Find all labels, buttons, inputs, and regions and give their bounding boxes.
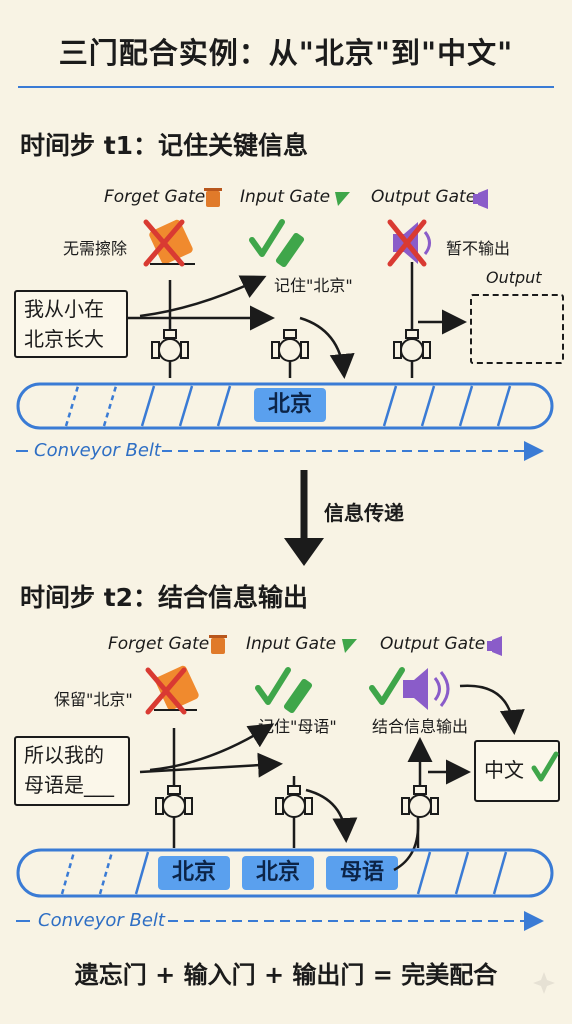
step1-output-valve-icon [393,329,431,362]
step1-output-note: 暂不输出 [446,239,511,258]
sparkle-icon [533,972,555,994]
step2-belt-tag-1: 北京 [158,856,231,890]
step1-forget-note: 无需擦除 [63,239,128,258]
step2-output-text: 中文 [484,758,524,782]
trash-icon [209,635,227,654]
step2-input-line-1: 所以我的 [24,743,104,767]
pen-icon [335,192,350,206]
step1-input-gate-label: Input Gate [240,187,331,207]
checkmark-icon [369,667,405,705]
green-pen-icon [283,678,313,714]
step1-conveyor-belt [16,382,554,430]
transfer-arrow [284,470,324,566]
step1-input-valve-icon [271,329,309,362]
mute-cross-icon [387,219,427,267]
step1-belt-label: Conveyor Belt [34,440,161,461]
step2-belt-tag-2: 北京 [242,856,315,890]
step2-input-gate-label: Input Gate [246,634,337,654]
step2-output-note: 结合信息输出 [372,717,469,736]
transfer-label: 信息传递 [324,501,404,525]
step1-forget-gate-label: Forget Gate [104,187,206,207]
step2-forget-valve-icon [155,785,193,818]
step1-output-label: Output [486,268,542,287]
step2-input-note: 记住"母语" [258,717,337,736]
megaphone-icon [473,189,488,209]
cross-icon [145,667,187,715]
step2-flow-arrows [139,684,525,872]
step2-input-text-box: 所以我的 母语是___ [14,736,130,806]
step1-title: 时间步 t1：记住关键信息 [20,131,309,160]
step2-input-line-2: 母语是___ [24,773,114,797]
megaphone-icon [487,636,502,656]
trash-icon [204,188,222,207]
green-pen-icon [275,232,305,268]
eraser-icon [149,219,195,265]
cross-icon [143,219,185,267]
step2-title: 时间步 t2：结合信息输出 [20,583,309,612]
step2-output-gate-label: Output Gate [380,634,486,654]
pen-icon [342,639,357,653]
step2-conveyor-belt [16,848,554,898]
page-title: 三门配合实例：从"北京"到"中文" [58,36,514,70]
output-checkmark-icon [531,751,559,782]
step1-output-gate-label: Output Gate [371,187,477,207]
footer-summary: 遗忘门 + 输入门 + 输出门 = 完美配合 [74,961,498,989]
step2-input-valve-icon [275,785,313,818]
speaker-icon [393,222,431,264]
step1-input-line-1: 我从小在 [24,297,104,321]
title-divider [18,86,554,88]
step2-belt-tag-3: 母语 [326,856,399,890]
eraser-icon [154,665,199,711]
step2-belt-label: Conveyor Belt [38,910,165,931]
step2-forget-gate-label: Forget Gate [108,634,210,654]
checkmark-icon [249,219,285,257]
step1-input-text-box: 我从小在 北京长大 [14,290,128,358]
step1-input-line-2: 北京长大 [24,327,104,351]
checkmark-icon [255,667,291,705]
step2-forget-note: 保留"北京" [54,690,133,709]
step2-output-valve-icon [401,785,439,818]
speaker-icon [403,668,450,710]
step1-output-box [470,294,564,364]
step1-belt-tag: 北京 [254,388,327,422]
step1-input-note: 记住"北京" [274,276,353,295]
step1-forget-valve-icon [151,329,189,362]
